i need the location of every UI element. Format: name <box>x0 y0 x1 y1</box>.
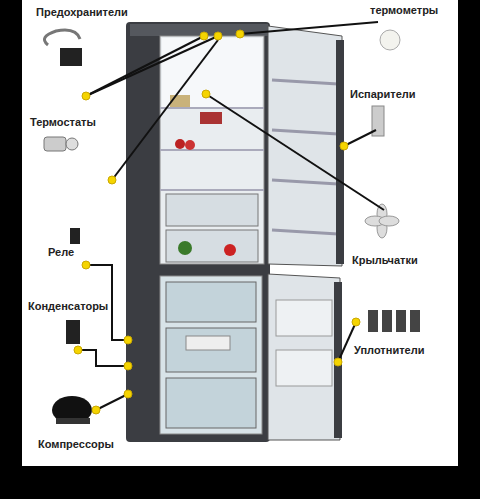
part-label: термометры <box>370 4 438 17</box>
part-label: Конденсаторы <box>28 300 108 313</box>
part-label: Термостаты <box>30 116 96 129</box>
part-label: Испарители <box>350 88 416 101</box>
part-label: Реле <box>48 246 74 259</box>
part-label: Уплотнители <box>354 344 424 357</box>
part-label: Компрессоры <box>38 438 114 451</box>
part-label: Крыльчатки <box>352 254 418 267</box>
part-label: Предохранители <box>36 6 128 19</box>
